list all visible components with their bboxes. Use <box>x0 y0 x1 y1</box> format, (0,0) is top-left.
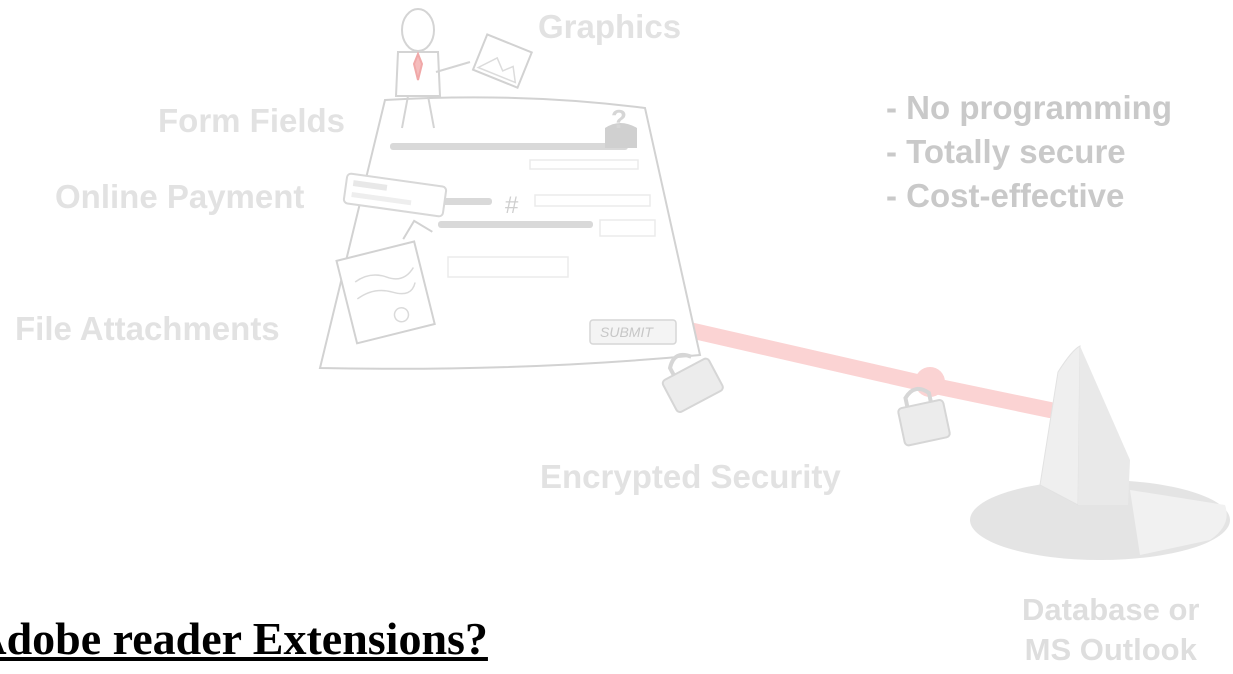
graphics-label: Graphics <box>538 8 682 45</box>
database-server-icon <box>970 345 1230 560</box>
slide-heading: e Adobe reader Extensions? <box>0 613 488 664</box>
question-mark-icon: ? <box>605 104 637 148</box>
svg-text:SUBMIT: SUBMIT <box>600 324 654 340</box>
benefits-list: - No programming - Totally secure - Cost… <box>886 86 1172 218</box>
form-fields-label: Form Fields <box>158 102 346 139</box>
file-attachments-label: File Attachments <box>15 310 280 347</box>
online-payment-label: Online Payment <box>55 178 305 215</box>
submit-button-graphic: SUBMIT <box>589 319 677 345</box>
benefit-item: - Cost-effective <box>886 177 1125 214</box>
benefit-item: - Totally secure <box>886 133 1126 170</box>
connection-line <box>664 318 1058 418</box>
document-icon <box>335 219 436 345</box>
encrypted-security-label: Encrypted Security <box>540 458 841 495</box>
picture-icon <box>471 33 534 89</box>
person-icon <box>394 8 471 129</box>
benefit-item: - No programming <box>886 89 1172 126</box>
lock-icon <box>661 352 724 413</box>
database-label-line: MS Outlook <box>1024 632 1197 667</box>
lock-icon <box>897 386 951 447</box>
hash-symbol: # <box>505 192 519 219</box>
credit-card-icon <box>342 172 448 218</box>
database-label: Database or MS Outlook <box>1022 590 1199 670</box>
database-label-line: Database or <box>1022 592 1200 627</box>
svg-text:?: ? <box>611 104 627 134</box>
